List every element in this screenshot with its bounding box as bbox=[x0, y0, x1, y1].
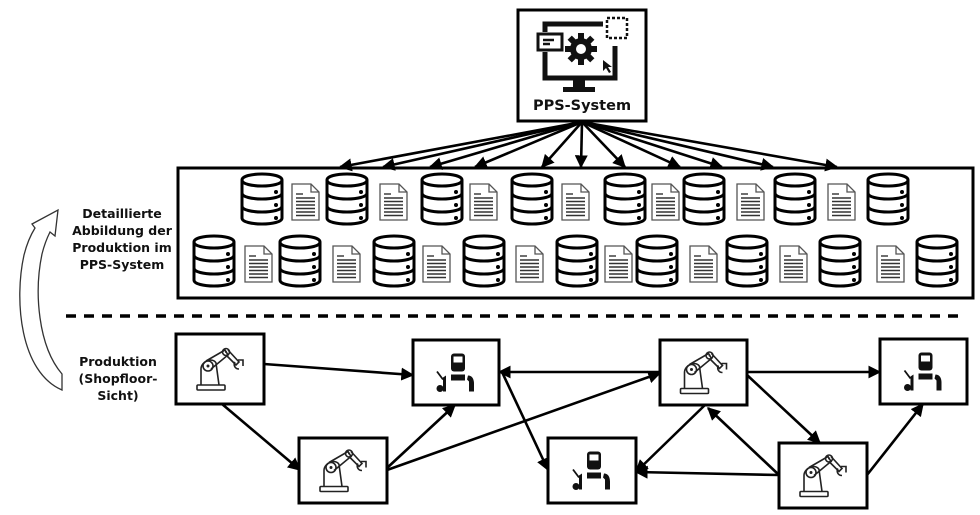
shopfloor-view-label-line: Produktion bbox=[79, 354, 157, 369]
document-icon bbox=[332, 245, 361, 283]
pps-data-arrow bbox=[581, 120, 775, 171]
database-icon bbox=[635, 234, 679, 288]
data-layer-box bbox=[176, 166, 975, 300]
document-icon bbox=[422, 245, 451, 283]
shopfloor-view-label: Produktion (Shopfloor- Sicht) bbox=[62, 353, 174, 404]
flow-arrow bbox=[386, 404, 456, 469]
database-icon bbox=[866, 172, 910, 226]
document-icon bbox=[561, 183, 590, 221]
flow-arrow bbox=[707, 407, 780, 476]
database-icon bbox=[278, 234, 322, 288]
flow-arrow bbox=[635, 404, 706, 473]
pps-view-label-line: PPS-System bbox=[79, 257, 165, 272]
database-icon bbox=[773, 172, 817, 226]
robot-station-node bbox=[297, 436, 389, 505]
pps-system-node: PPS-System bbox=[516, 8, 648, 123]
document-icon bbox=[689, 245, 718, 283]
pps-view-label-line: Detaillierte bbox=[82, 206, 162, 221]
document-icon bbox=[291, 183, 320, 221]
document-icon bbox=[379, 183, 408, 221]
document-icon bbox=[827, 183, 856, 221]
pps-to-data-arrows bbox=[338, 120, 839, 172]
welder-station-node bbox=[411, 338, 501, 407]
pps-data-arrow bbox=[581, 121, 626, 168]
database-icon bbox=[372, 234, 416, 288]
document-icon bbox=[604, 245, 633, 283]
pps-system-label: PPS-System bbox=[533, 98, 631, 114]
shopfloor-view-label-line: (Shopfloor- bbox=[78, 371, 158, 386]
database-icon bbox=[240, 172, 284, 226]
pps-view-label-line: Produktion im bbox=[72, 240, 172, 255]
shopfloor-edges bbox=[221, 362, 925, 479]
database-icon bbox=[555, 234, 599, 288]
welder-station-node bbox=[878, 337, 969, 406]
database-icon bbox=[915, 234, 959, 288]
pps-data-arrow bbox=[581, 120, 682, 169]
database-icon bbox=[325, 172, 369, 226]
document-icon bbox=[515, 245, 544, 283]
pps-data-arrow bbox=[581, 120, 724, 170]
flow-arrow bbox=[865, 402, 925, 476]
document-icon bbox=[469, 183, 498, 221]
shopfloor-nodes bbox=[174, 332, 969, 510]
robot-station-node bbox=[777, 441, 869, 510]
flow-arrow bbox=[746, 374, 821, 444]
document-icon bbox=[244, 245, 273, 283]
pps-view-label-line: Abbildung der bbox=[72, 223, 172, 238]
flow-arrow bbox=[500, 371, 550, 472]
database-icon bbox=[818, 234, 862, 288]
database-icon bbox=[462, 234, 506, 288]
pps-data-arrow bbox=[473, 120, 583, 169]
robot-station-node bbox=[658, 338, 749, 407]
database-icon bbox=[192, 234, 236, 288]
document-icon bbox=[651, 183, 680, 221]
welder-station-node bbox=[546, 436, 638, 505]
database-icon bbox=[603, 172, 647, 226]
document-icon bbox=[779, 245, 808, 283]
flow-arrow bbox=[634, 465, 780, 479]
database-icon bbox=[420, 172, 464, 226]
pps-data-arrow bbox=[381, 120, 583, 171]
shopfloor-view-label-line: Sicht) bbox=[97, 388, 139, 403]
document-icon bbox=[876, 245, 905, 283]
database-icon bbox=[510, 172, 554, 226]
pps-data-arrow bbox=[428, 120, 583, 170]
pps-data-arrow bbox=[338, 120, 583, 172]
robot-station-node bbox=[174, 332, 266, 406]
database-icon bbox=[725, 234, 769, 288]
pps-data-arrow bbox=[581, 120, 839, 172]
database-icon bbox=[682, 172, 726, 226]
pps-data-arrow bbox=[574, 121, 588, 169]
pps-data-arrow bbox=[541, 121, 583, 168]
flow-arrow bbox=[263, 362, 415, 381]
pps-view-label: Detaillierte Abbildung der Produktion im… bbox=[62, 205, 182, 273]
document-icon bbox=[736, 183, 765, 221]
flow-arrow bbox=[386, 370, 662, 472]
flow-arrow bbox=[221, 403, 301, 471]
curved-up-arrow-icon bbox=[19, 208, 63, 391]
